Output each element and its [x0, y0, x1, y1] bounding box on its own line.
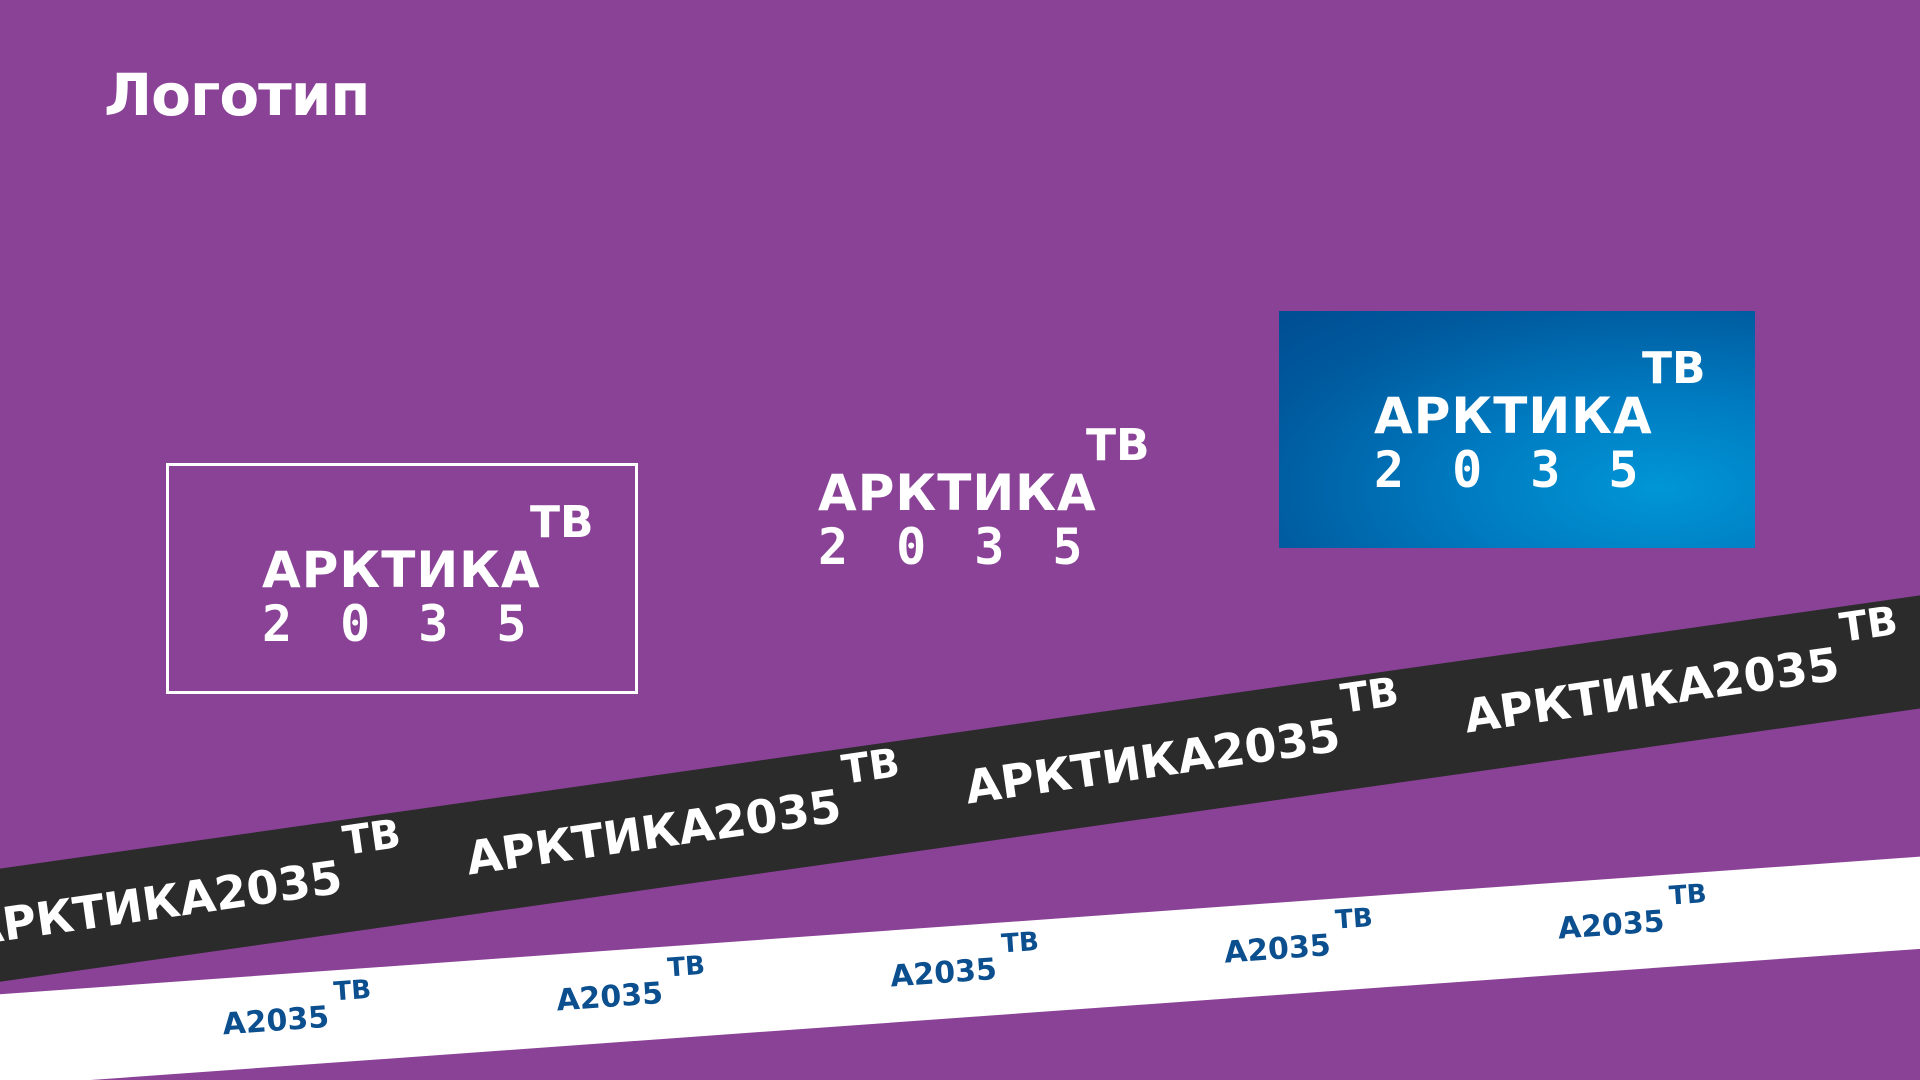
logo-superscript: ТВ	[1086, 420, 1150, 471]
logo-superscript: ТВ	[1642, 343, 1706, 394]
logo-digit: 5	[1052, 518, 1083, 576]
logo-digit: 2	[1374, 441, 1405, 499]
logo-superscript: ТВ	[530, 497, 594, 548]
logo-digit: 5	[1608, 441, 1639, 499]
logo-word: АРКТИКА	[262, 541, 541, 599]
logo-digit: 0	[340, 595, 371, 653]
logo-word: АРКТИКА	[818, 464, 1097, 522]
logo-digit: 2	[262, 595, 293, 653]
logo-digits: 2 0 3 5	[262, 599, 526, 649]
logo-digit: 3	[418, 595, 449, 653]
slide-title: Логотип	[104, 61, 370, 129]
logo-digit: 2	[818, 518, 849, 576]
logo-frame	[166, 463, 638, 694]
logo-digits: 2 0 3 5	[1374, 445, 1638, 495]
logo-word: АРКТИКА	[1374, 387, 1653, 445]
logo-digits: 2 0 3 5	[818, 522, 1082, 572]
logo-digit: 0	[1452, 441, 1483, 499]
logo-digit: 3	[1530, 441, 1561, 499]
logo-digit: 5	[496, 595, 527, 653]
logo-blue-background	[1279, 311, 1755, 548]
logo-digit: 0	[896, 518, 927, 576]
logo-digit: 3	[974, 518, 1005, 576]
